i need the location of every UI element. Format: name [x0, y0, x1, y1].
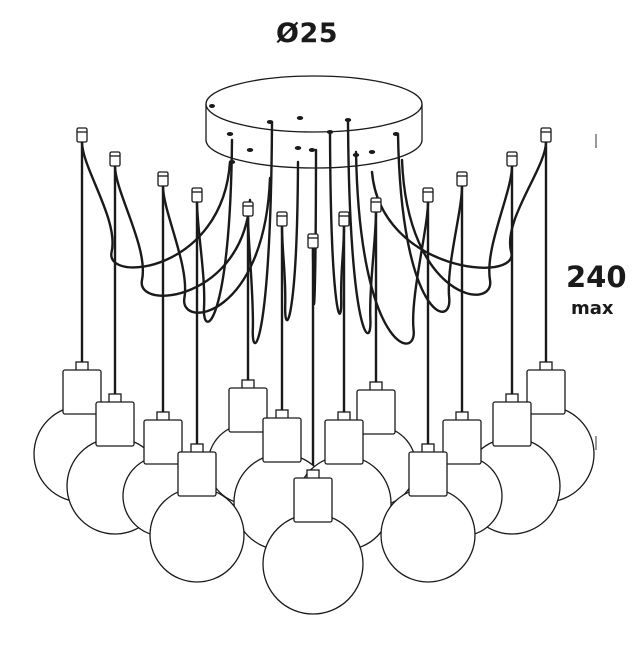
- cord-grip: [76, 127, 88, 143]
- canopy-cord-hole: [326, 130, 334, 134]
- pendant-cord: [328, 130, 346, 315]
- pendant-cord: [246, 120, 274, 345]
- canopy-cord-hole: [344, 118, 352, 122]
- cord-grip: [370, 197, 382, 213]
- cord-grip: [242, 201, 254, 217]
- pendant-cord: [80, 140, 232, 269]
- canopy-cord-hole: [266, 120, 274, 124]
- cord-grip: [422, 187, 434, 203]
- canopy-cord-hole: [226, 132, 234, 136]
- cord-grip: [540, 127, 552, 143]
- cords-layer: [80, 118, 548, 480]
- pendant-cord: [161, 176, 272, 314]
- canopy-cord-hole: [246, 148, 254, 152]
- cord-holders-layer: [76, 127, 552, 249]
- cord-grip: [456, 171, 468, 187]
- cord-grip: [276, 211, 288, 227]
- canopy-cord-hole: [296, 116, 304, 120]
- height-value-label: 240: [566, 260, 627, 294]
- cord-grip: [157, 171, 169, 187]
- canopy-cord-hole: [368, 150, 376, 154]
- ceiling-canopy: [205, 75, 423, 169]
- pendant-bulb: [149, 443, 245, 583]
- pendant-cord: [346, 118, 378, 335]
- bulbs-layer: [33, 361, 595, 615]
- diameter-label: Ø25: [276, 18, 339, 49]
- pendant-cord: [280, 160, 300, 322]
- cord-grip: [109, 151, 121, 167]
- canopy-cord-hole: [352, 153, 360, 157]
- canopy-cord-hole: [392, 132, 400, 136]
- cord-grip: [338, 211, 350, 227]
- canopy-cord-hole: [228, 160, 236, 164]
- pendant-cord: [195, 138, 234, 323]
- cord-grip: [191, 187, 203, 203]
- pendant-bulb: [262, 469, 364, 615]
- pendant-cord: [400, 158, 514, 296]
- canopy-cord-hole: [294, 146, 302, 150]
- pendant-bulb: [380, 443, 476, 583]
- cord-grip: [506, 151, 518, 167]
- height-unit-label: max: [571, 298, 614, 319]
- cord-grip: [307, 233, 319, 249]
- pendant-cord: [370, 140, 548, 269]
- pendant-cord: [396, 132, 464, 313]
- canopy-cord-hole: [308, 148, 316, 152]
